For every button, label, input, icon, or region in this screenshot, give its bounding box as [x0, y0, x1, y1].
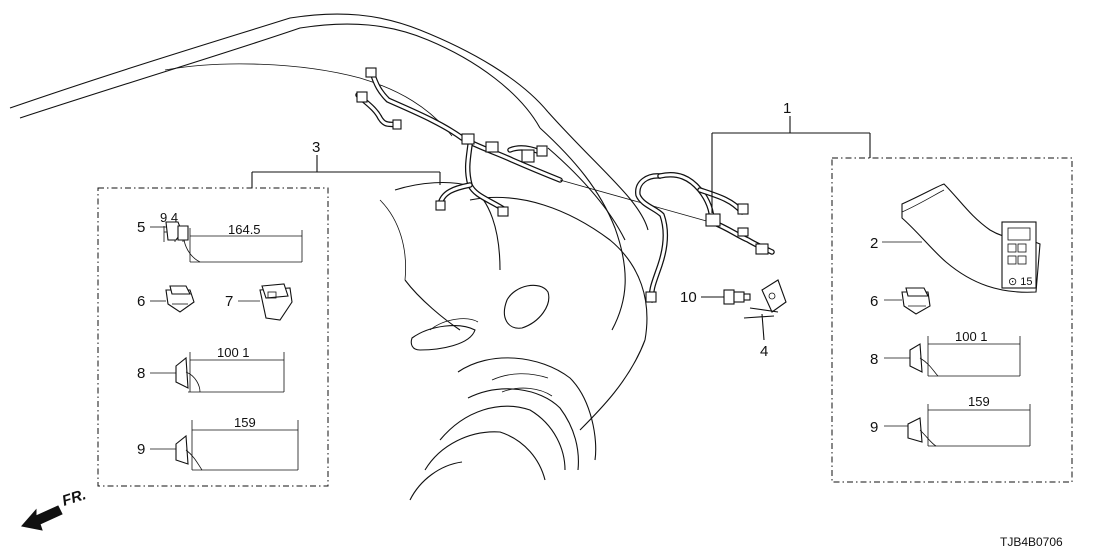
kit-box-3: [97, 187, 329, 487]
vehicle-body-outline: [9, 13, 649, 501]
dim-clip9-right: 159: [968, 394, 990, 409]
clip-8-left: [175, 352, 285, 393]
callout-2: 2: [870, 235, 878, 252]
leader-lines: [251, 116, 871, 213]
clip-6-right: [884, 287, 931, 315]
bracket-4: [743, 279, 787, 341]
callout-6-left: 6: [137, 293, 145, 310]
harness-cover-2: ⊙ 15: [882, 183, 1041, 293]
callout-10: 10: [680, 289, 697, 306]
callout-6-right: 6: [870, 293, 878, 310]
clip-9-right: [884, 404, 1031, 447]
dimension-labels: 9 4 164.5 100 1 159 100 1 159: [160, 210, 990, 430]
dim-clip5-small: 9 4: [160, 210, 178, 225]
callout-labels: 1 3 2 5 6 7 8 9 10 4 6 8 9: [137, 100, 878, 458]
callout-9-right: 9: [870, 419, 878, 436]
dim-clip5-long: 164.5: [228, 222, 261, 237]
bolt-10: [701, 289, 751, 305]
clip-9-left: [175, 420, 299, 471]
clip-8-right: [884, 336, 1021, 377]
callout-8-left: 8: [137, 365, 145, 382]
dim-clip8-right: 100 1: [955, 329, 988, 344]
clip-5: [163, 221, 303, 263]
callout-8-right: 8: [870, 351, 878, 368]
callout-3: 3: [312, 139, 320, 156]
front-direction-label: FR.: [60, 486, 88, 510]
main-wire-harness: [355, 67, 775, 303]
callout-1: 1: [783, 100, 791, 117]
clip-7: [259, 283, 293, 321]
drawing-code: TJB4B0706: [1000, 535, 1063, 549]
dim-clip9-left: 159: [234, 415, 256, 430]
clip-6-left: [165, 285, 195, 313]
connector-code: ⊙ 15: [1008, 276, 1033, 288]
callout-7: 7: [225, 293, 233, 310]
kit-box-1: ⊙ 15: [831, 157, 1073, 483]
callout-9-left: 9: [137, 441, 145, 458]
callout-5: 5: [137, 219, 145, 236]
front-arrow-icon: [21, 505, 63, 531]
callout-4: 4: [760, 343, 768, 360]
front-direction-indicator: FR.: [21, 486, 88, 531]
dim-clip8-left: 100 1: [217, 345, 250, 360]
